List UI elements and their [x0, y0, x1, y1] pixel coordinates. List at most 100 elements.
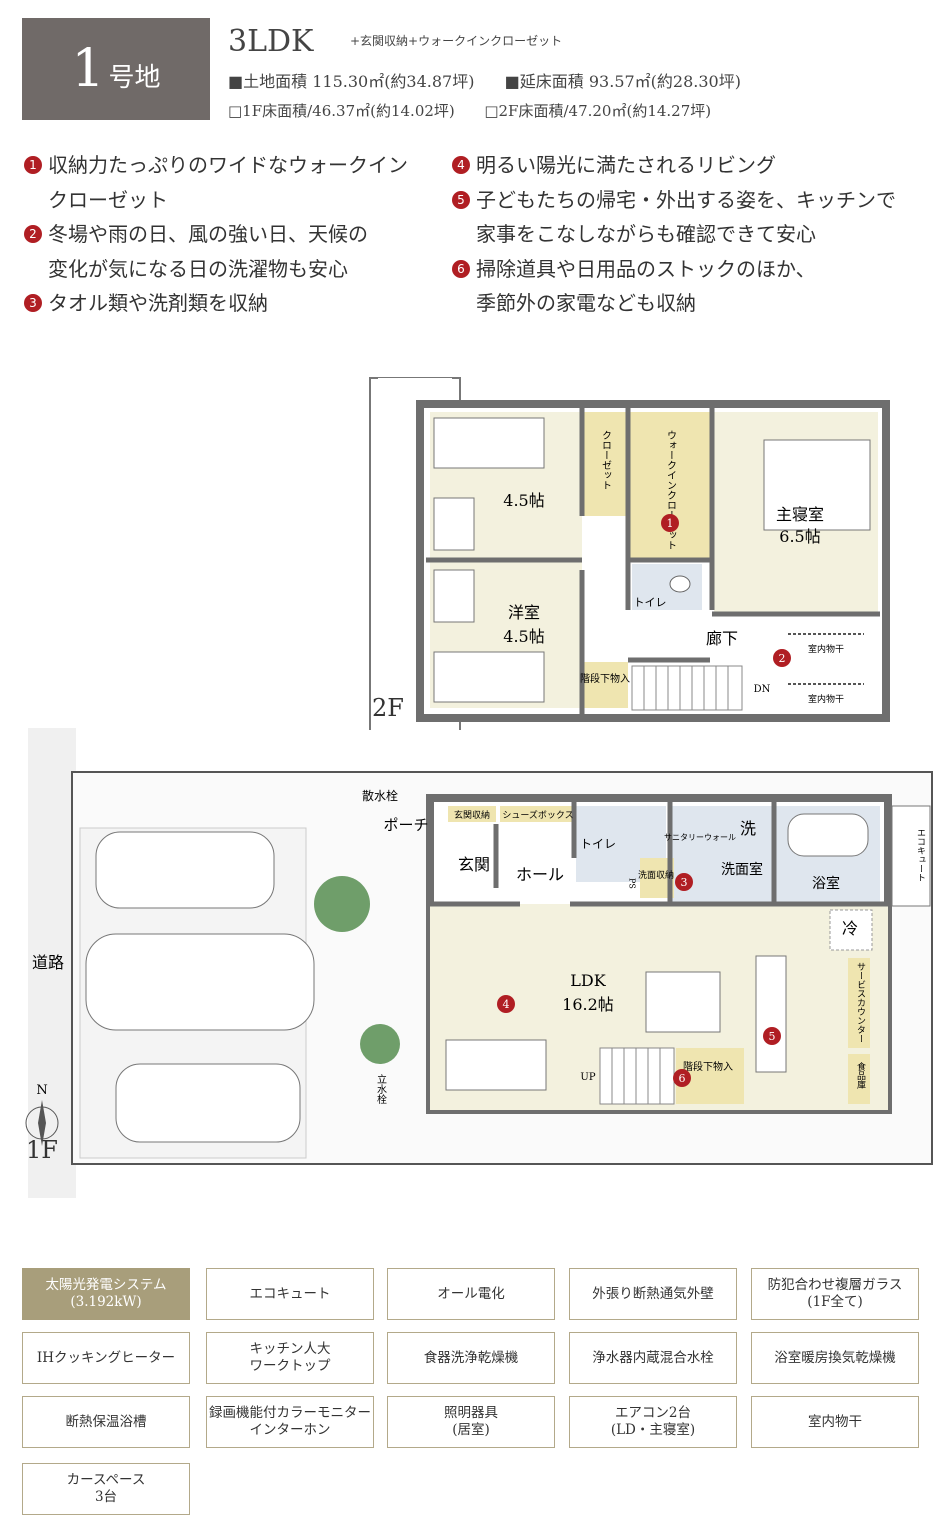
sanitary-label: サニタリーウォール	[664, 833, 736, 842]
marker-5	[763, 1027, 781, 1045]
ps-label: PS	[628, 878, 637, 889]
equipment-item: エアコン2台 (LD・主寝室)	[569, 1396, 737, 1448]
equipment-item: IHクッキングヒーター	[22, 1332, 190, 1384]
floor2-area: □2F床面積/47.20㎡(約14.27坪)	[484, 102, 712, 120]
lot-suffix: 号地	[108, 63, 161, 93]
equipment-item: 食器洗浄乾燥機	[387, 1332, 555, 1384]
toilet-label: トイレ	[634, 596, 667, 609]
marker-label: 1	[667, 517, 674, 530]
floor1-area: □1F床面積/46.37㎡(約14.02坪)	[228, 102, 455, 120]
ldk-label: LDK	[570, 971, 606, 990]
marker-2	[773, 649, 791, 667]
lot-number: 1	[71, 39, 105, 99]
kitchen-counter-icon	[755, 955, 787, 1073]
marker-label: 2	[779, 652, 786, 665]
north-label: N	[36, 1083, 47, 1098]
tree-icon	[360, 1024, 400, 1064]
tree-icon	[314, 876, 370, 932]
feature-number-badge: 6	[452, 259, 470, 278]
feature-number-badge: 2	[24, 225, 42, 243]
feature-text: クローゼット	[48, 187, 168, 212]
feature-text: 明るい陽光に満たされるリビング	[476, 153, 776, 177]
ecocute-unit	[891, 805, 931, 907]
walk-in-closet	[630, 412, 710, 558]
feature-text: 家事をこなしながらも確認できて安心	[476, 222, 816, 246]
dn-label: DN	[754, 684, 771, 695]
bed-icon	[433, 417, 545, 469]
wash-storage-label: 洗面収納	[638, 869, 674, 881]
marker-6	[673, 1069, 691, 1087]
car-icon	[95, 831, 275, 909]
fridge-space	[829, 909, 873, 951]
equipment-item: 断熱保温浴槽	[22, 1396, 190, 1448]
equipment-item: オール電化	[387, 1268, 555, 1320]
ldk-size-label: 16.2帖	[562, 995, 614, 1014]
car-icon	[115, 1063, 301, 1143]
stair-storage-label: 階段下物入	[580, 672, 630, 685]
entry-storage-label: 玄関収納	[454, 809, 490, 821]
feature-text: 子どもたちの帰宅・外出する姿を、キッチンで	[476, 187, 896, 212]
marker-3	[675, 873, 693, 891]
equipment-item: 照明器具 (居室)	[387, 1396, 555, 1448]
feature-number-badge: 1	[24, 156, 42, 174]
equipment-item: 外張り断熱通気外壁	[569, 1268, 737, 1320]
service-counter-label: サービスカウンター	[855, 962, 866, 1043]
equipment-item: 浴室暖房換気乾燥機	[751, 1332, 919, 1384]
sofa-icon	[445, 1039, 547, 1091]
room-size-label: 4.5帖	[503, 491, 544, 510]
marker-label: 5	[769, 1030, 776, 1043]
equipment-item: 浄水器内蔵混合水栓	[569, 1332, 737, 1384]
marker-label: 6	[679, 1072, 686, 1085]
washroom	[672, 806, 772, 906]
equipment-item: カースペース 3台	[22, 1463, 190, 1515]
marker-label: 3	[681, 876, 688, 889]
closet-label: クローゼット	[600, 430, 612, 490]
layout-type: 3LDK	[228, 24, 314, 59]
wash-mark: 洗	[740, 819, 756, 838]
stair-storage-label: 階段下物入	[683, 1060, 733, 1073]
feature-text: 季節外の家電なども収納	[476, 291, 696, 315]
floor-plan-1f: 道路 N 散水栓 ポーチ 玄関収納 シューズボックス 玄関 ホール トイレ サニ…	[25, 728, 933, 1198]
equipment-item: 防犯合わせ複層ガラス (1F全て)	[751, 1268, 919, 1320]
closet	[584, 412, 626, 516]
floor-plan-2f: 4.5帖 洋室 4.5帖 クローゼット ウォークインクローゼット 主寝室 6.5…	[369, 377, 890, 730]
land-area: ■土地面積 115.30㎡(約34.87坪)	[228, 72, 475, 91]
faucet-label: 散水栓	[362, 788, 398, 803]
dining-table-icon	[645, 971, 721, 1033]
bath-label: 浴室	[812, 875, 840, 892]
toilet-label: トイレ	[580, 837, 616, 851]
area-line-2: □1F床面積/46.37㎡(約14.02坪) □2F床面積/47.20㎡(約14…	[228, 100, 711, 121]
feature-number-badge: 5	[452, 190, 470, 209]
road	[28, 728, 76, 1198]
equipment-item: 録画機能付カラーモニター インターホン	[206, 1396, 374, 1448]
layout-extra: +玄関収納+ウォークインクローゼット	[350, 34, 563, 48]
room-size-label: 6.5帖	[779, 527, 820, 546]
feature-number-badge: 3	[24, 294, 42, 312]
hall-label: 廊下	[706, 629, 738, 648]
drying-label: 室内物干	[808, 643, 844, 655]
staircase	[631, 665, 743, 711]
bed-icon	[763, 439, 871, 531]
bed-icon	[433, 651, 545, 703]
car-icon	[85, 933, 315, 1031]
washroom-label: 洗面室	[721, 861, 763, 878]
equipment-item: エコキュート	[206, 1268, 374, 1320]
room-size-label: 4.5帖	[503, 627, 544, 646]
floor-label-1f: 1F	[26, 1136, 58, 1164]
entrance-label: 玄関	[458, 855, 490, 874]
marker-label: 4	[503, 998, 510, 1011]
equipment-item: 室内物干	[751, 1396, 919, 1448]
road-label: 道路	[32, 953, 64, 972]
floor-area: ■延床面積 93.57㎡(約28.30坪)	[504, 72, 741, 91]
shoe-box-label: シューズボックス	[502, 809, 573, 821]
drying-label: 室内物干	[808, 693, 844, 705]
toilet-icon	[669, 575, 691, 593]
marker-1	[661, 514, 679, 532]
up-label: UP	[580, 1072, 595, 1083]
marker-4	[497, 995, 515, 1013]
